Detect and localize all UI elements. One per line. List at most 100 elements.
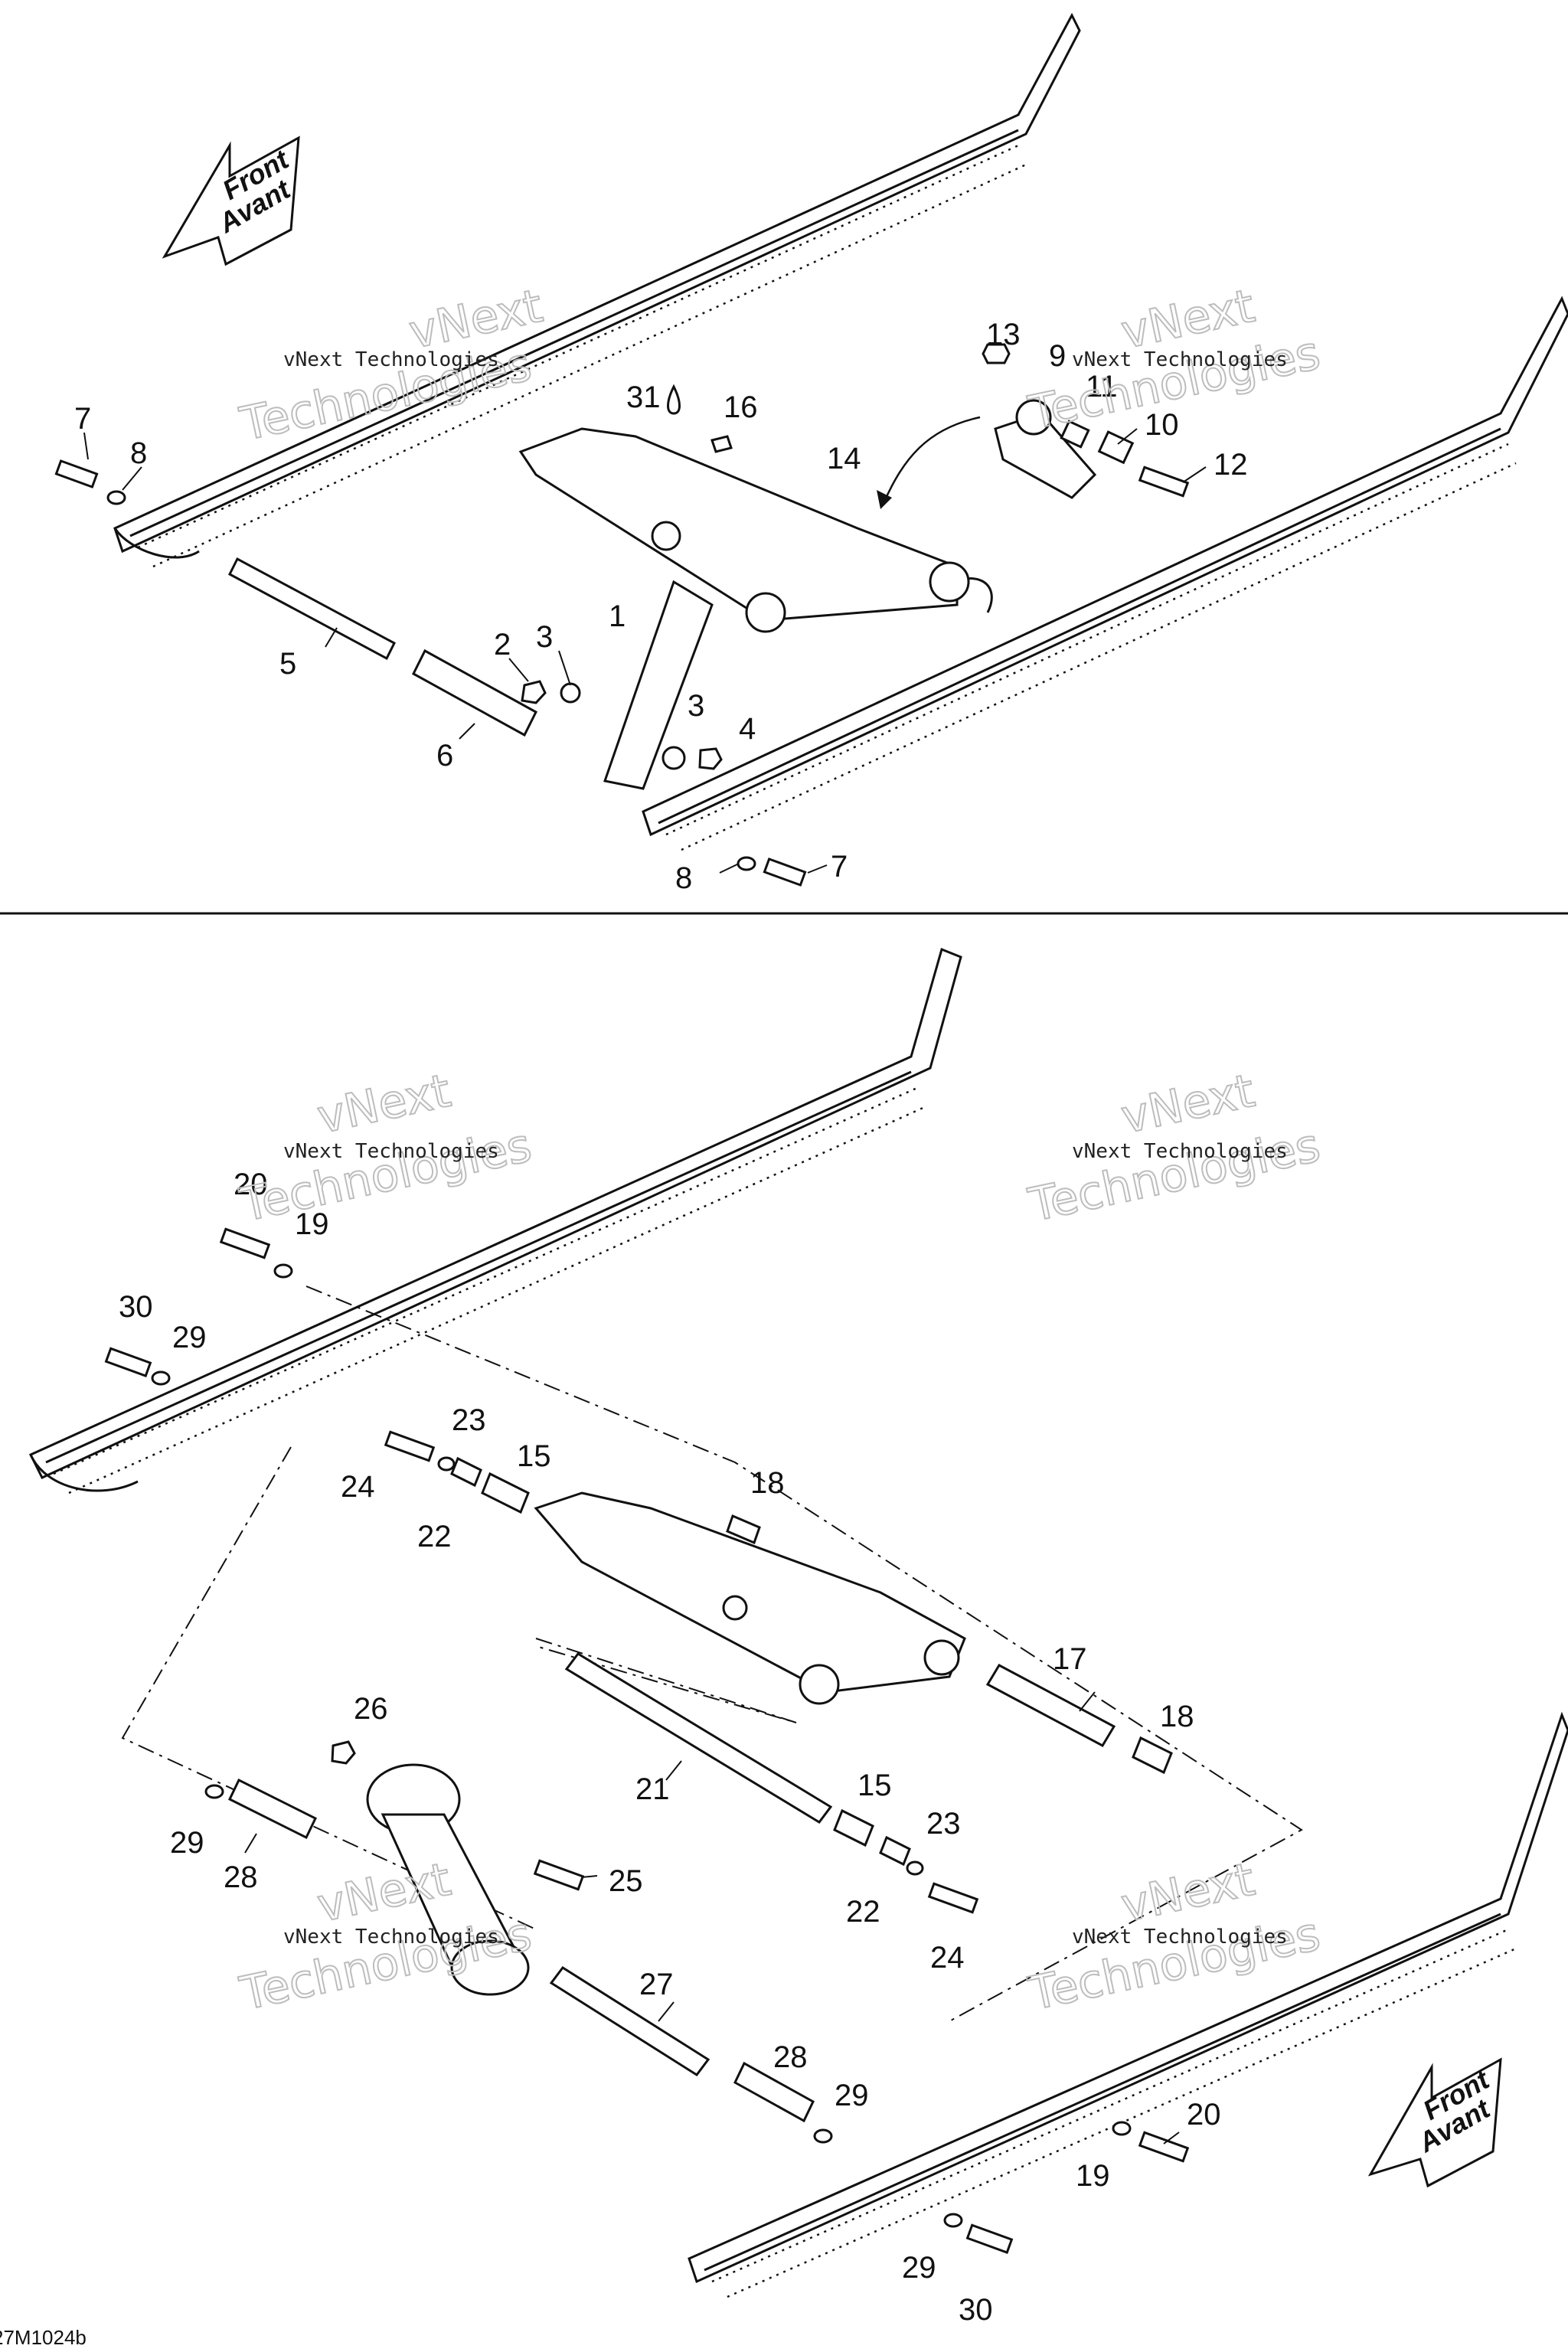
bolt-2: [521, 680, 547, 704]
washer-23-lower: [906, 1860, 924, 1876]
construction-line-a: [305, 1285, 1303, 2022]
callout-19: 19: [1076, 2159, 1110, 2193]
callout-23: 23: [926, 1807, 961, 1841]
bushing-15-a: [481, 1472, 530, 1514]
callout-8: 8: [130, 436, 147, 470]
callout-27: 27: [639, 1968, 674, 2001]
callout-8: 8: [675, 861, 692, 895]
callout-24: 24: [341, 1470, 375, 1504]
callout-28: 28: [773, 2040, 808, 2074]
bolt-12: [1138, 466, 1190, 498]
bolt-20-upper: [219, 1227, 271, 1259]
watermark-bottom-right-big2: Technologies: [1024, 1907, 1325, 2021]
bolt-7-upper-left: [54, 459, 99, 488]
callout-31: 31: [626, 381, 661, 414]
callout-26: 26: [354, 1692, 388, 1726]
nut-26: [331, 1740, 356, 1765]
watermark-mid-left-big2: Technologies: [236, 1119, 537, 1233]
watermark-bottom-left-big2: Technologies: [236, 1907, 537, 2021]
watermark-mid-right-big2: Technologies: [1024, 1119, 1325, 1233]
callout-13: 13: [986, 318, 1021, 351]
callout-12: 12: [1214, 448, 1248, 482]
callout-2: 2: [494, 628, 511, 662]
spacer-28-a: [228, 1778, 317, 1840]
bushing-15-b: [833, 1808, 874, 1847]
callout-20: 20: [234, 1168, 268, 1201]
watermark-mid-right: vNext Technologies: [1072, 1140, 1288, 1163]
bracket-9: [994, 399, 1135, 499]
upper-view: Front Avant 1 2 3 3 4 5 6 7 8 7 8 9 10 1…: [54, 12, 1568, 895]
watermark-bottom-left: vNext Technologies: [283, 1926, 499, 1949]
washer-29-bottom: [943, 2213, 963, 2228]
callout-29: 29: [172, 1321, 207, 1354]
shaft-17: [985, 1664, 1116, 1747]
rail-left-lower: [28, 947, 962, 1494]
callout-16: 16: [724, 390, 758, 424]
washer-29-lower: [813, 2128, 833, 2144]
callout-5: 5: [279, 647, 296, 681]
shock-absorber: [366, 1763, 530, 1996]
washer-8-upper-left: [106, 490, 126, 505]
arrowhead: [877, 490, 892, 509]
lower-view: Front Avant 15 15 17 18 18 19 19 20 20 2…: [28, 947, 1568, 2327]
watermark-mid-left: vNext Technologies: [283, 1140, 499, 1163]
nut-4: [698, 747, 723, 770]
bushing-22-a: [450, 1456, 482, 1488]
washer-3-a: [560, 682, 581, 704]
washer-19-upper: [273, 1263, 293, 1279]
rail-right-upper: [642, 296, 1568, 851]
nut-13: [982, 343, 1011, 364]
washer-29-upper: [151, 1370, 171, 1386]
shaft-21: [564, 1652, 833, 1824]
callout-7: 7: [74, 402, 91, 436]
callout-7: 7: [831, 850, 848, 884]
callout-18: 18: [1160, 1700, 1194, 1733]
callout-30: 30: [119, 1290, 153, 1324]
callout-29: 29: [902, 2251, 936, 2285]
callout-18: 18: [750, 1466, 785, 1500]
assembly-arrow: [883, 416, 981, 502]
callout-22: 22: [846, 1895, 880, 1929]
bolt-7-upper-right: [763, 858, 807, 887]
bolt-25: [533, 1859, 585, 1891]
washer-3-b: [662, 746, 686, 770]
drawing-code: 27M1024b: [0, 2326, 87, 2349]
callout-28: 28: [224, 1860, 258, 1894]
callout-3: 3: [536, 620, 553, 654]
front-arrow-lower: Front Avant: [1367, 2057, 1502, 2188]
callout-6: 6: [436, 739, 453, 773]
front-arrow-upper: Front Avant: [162, 136, 300, 266]
fitting-16: [710, 435, 733, 453]
callout-25: 25: [609, 1864, 643, 1898]
callout-9: 9: [1049, 339, 1066, 373]
bolt-30-upper: [104, 1347, 152, 1377]
bolt-30-lower: [965, 2223, 1014, 2254]
arm-1: [603, 580, 714, 790]
spacer-6: [412, 648, 537, 737]
washer-19-lower: [1112, 2121, 1132, 2136]
shaft-5: [228, 557, 396, 661]
callout-29: 29: [835, 2079, 869, 2112]
bushing-18-a: [726, 1514, 761, 1545]
watermark-mid-left-big: vNext: [313, 1064, 456, 1145]
callout-30: 30: [959, 2293, 993, 2327]
washer-8-upper-right: [737, 856, 756, 871]
callout-20: 20: [1187, 2098, 1221, 2132]
callout-29: 29: [170, 1826, 204, 1860]
construction-line-b: [121, 1446, 537, 1930]
a-arm-lower: [534, 1491, 966, 1705]
grease-31: [667, 384, 681, 415]
watermark-bottom-right: vNext Technologies: [1072, 1926, 1288, 1949]
bolt-20-lower: [1138, 2131, 1190, 2163]
callout-23: 23: [452, 1403, 486, 1437]
a-arm-14: [518, 427, 970, 633]
watermark-mid-right-big: vNext: [1117, 1064, 1259, 1145]
bolt-24-lower: [927, 1882, 979, 1914]
callout-11: 11: [1086, 370, 1118, 403]
watermark-bottom-right-big: vNext: [1117, 1853, 1259, 1933]
bolt-24-upper: [384, 1430, 436, 1462]
spacer-28-b: [733, 2061, 815, 2123]
bushing-22-b: [879, 1835, 911, 1867]
callout-17: 17: [1053, 1642, 1087, 1676]
